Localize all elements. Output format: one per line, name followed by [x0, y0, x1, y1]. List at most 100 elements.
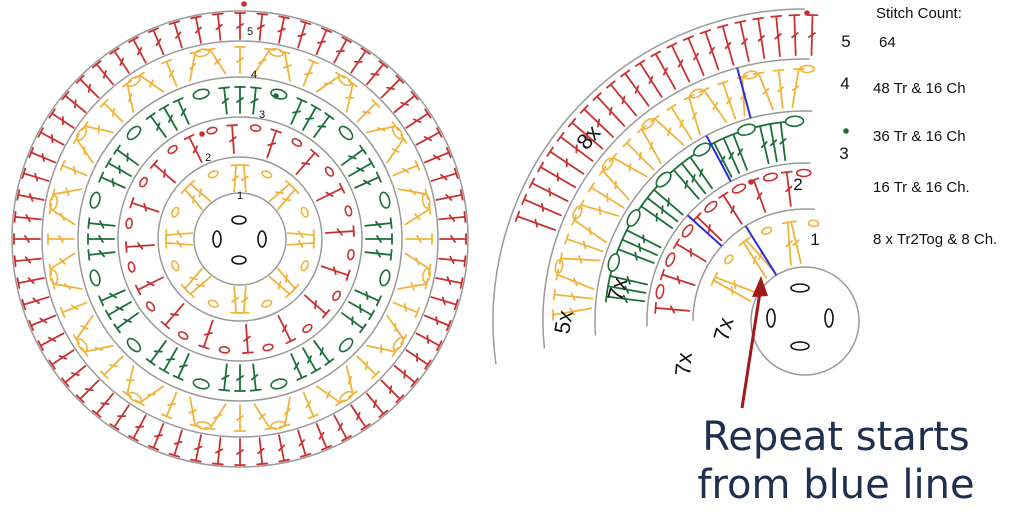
r3-tr-6-2-top [310, 367, 322, 375]
r3-tr-9-1-top [113, 323, 121, 334]
r5-tr-14-bar [440, 173, 448, 181]
p-r5-start-dot [804, 10, 810, 16]
full-ring-6 [11, 10, 469, 468]
caption-line-2: from blue line [697, 462, 974, 508]
r3-tr-1-3-top [250, 86, 262, 90]
r5-tr-1-bar [236, 23, 244, 29]
p-r5-tr-17-bar [724, 41, 732, 50]
r4-tr-3-1 [345, 79, 358, 113]
r5-tr-34-bar [215, 448, 224, 454]
r5-tr-13-bar [432, 154, 441, 161]
r5-tr-12-top [436, 127, 443, 138]
r5-tr-31 [278, 434, 290, 463]
partial-center-chain-2 [824, 308, 834, 328]
r5-tr-6-top [341, 36, 352, 43]
p-r4-tr-6-2-bar [726, 96, 733, 105]
r4-tr-2-2-top [307, 58, 319, 65]
r5-tr-13 [423, 146, 452, 164]
r1-tr2tog-5-b-top [230, 311, 243, 315]
r2-tr-4-top [338, 182, 346, 194]
p-r4-tr-3-1-top [578, 199, 585, 211]
r1-tr2tog-2-b-bar [282, 197, 291, 202]
r3-tr-6-1 [313, 340, 335, 366]
r5-tr-29-bar [318, 431, 325, 440]
r2-tr-16-bar [192, 145, 199, 154]
p-r4-tr-7-3 [791, 68, 805, 109]
partial-arc-5 [492, 8, 806, 365]
p-r5-tr-2-top [521, 193, 528, 205]
r4-tr-7-2-bar [364, 361, 369, 371]
p-r1-chain-3 [807, 219, 820, 228]
r2-tr-3 [295, 148, 320, 175]
r5-tr-44-top [37, 340, 44, 351]
r5-tr-21 [423, 314, 452, 332]
r4-chain-10 [128, 391, 143, 404]
r3-tr-9-2 [104, 301, 132, 321]
r5-tr-58-top [91, 60, 102, 69]
r3-chain-2 [338, 125, 354, 141]
full-ring-2 [157, 156, 323, 322]
r4-tr-9-2-bar [236, 415, 244, 421]
repeat-label-round-4: 5x [549, 308, 578, 335]
r3-tr-7-1 [250, 363, 262, 392]
partial-center-chain-3 [790, 283, 810, 293]
p-r2-tr-5-top [718, 191, 729, 199]
r2-tr-9-bar [243, 335, 251, 342]
r3-tr-7-1-top [250, 388, 262, 392]
p-r5-tr-15-top [682, 35, 694, 41]
p-r1-tr-2-b-bar [758, 251, 763, 261]
p-r5-tr-20-bar [774, 33, 782, 40]
r3-chain-3 [379, 191, 391, 209]
r5-tr-54-bar [50, 134, 54, 144]
r5-tr-35-bar [194, 445, 203, 451]
r1-chain-8 [207, 170, 219, 179]
r4-chain-9 [196, 421, 212, 430]
r2-tr-12-top [134, 284, 142, 296]
repeat-caption: Repeat starts from blue line [697, 414, 974, 508]
r4-tr-12-2-top [59, 306, 66, 318]
r4-tr-4-2-top [414, 160, 421, 172]
r3-tr-6-1-top [324, 358, 335, 366]
p-r3-tr-1-1-bar [622, 294, 628, 304]
r5-tr-26 [365, 392, 389, 418]
p-r2-tr-7-bar [785, 185, 793, 193]
p-r5-tr-17 [716, 24, 735, 66]
repeat-label-round-2: 7x [670, 351, 697, 376]
r3-tr-3-1 [341, 144, 367, 166]
r1-tr2tog-1-a [230, 163, 243, 193]
p-r3-tr-1-1-top [604, 290, 609, 303]
r5-tr-27-top [360, 423, 371, 431]
r5-tr-52-bar [34, 172, 39, 182]
r5-tr-40 [91, 392, 115, 418]
r3-tr-7-3-top [218, 388, 230, 392]
r5-tr-23 [405, 349, 432, 370]
r1-tr2tog-6-b-bar [189, 276, 198, 281]
p-r5-tr-14 [666, 42, 691, 83]
r4-tr-4-1-top [400, 133, 408, 144]
r4-tr-14-1 [51, 187, 83, 200]
r5-tr-48 [13, 255, 42, 268]
p-r3-tr-4-3 [685, 153, 713, 190]
r4-tr-13-1 [48, 252, 76, 275]
r3-start-dot [273, 93, 279, 99]
r4-tr-15-1-top [80, 121, 89, 132]
r4-tr-5-1-bar [414, 213, 421, 221]
r5-tr-43-top [48, 359, 56, 370]
p-r4-tr-2-1-bar [578, 255, 583, 264]
r5-tr-33-bar [236, 449, 244, 455]
r5-tr-15-bar [445, 193, 453, 201]
r4-tr-8-3-bar [284, 407, 291, 416]
p-r5-tr-11 [620, 69, 650, 107]
r3-tr-11-1-top [98, 171, 105, 183]
r2-tr-2 [266, 128, 282, 159]
r2-chain-2 [291, 138, 303, 147]
r1-tr2tog-3-a [286, 229, 316, 242]
p-r5-tr-11-bar [634, 85, 640, 94]
r3-tr-7-1-bar [250, 374, 259, 381]
p-r1-tr-1-a-bar [730, 286, 734, 296]
r4-tr-2-1 [279, 50, 292, 82]
r3-tr-3-1-top [359, 144, 367, 155]
r1-tr2tog-2-b-top [290, 184, 300, 195]
r4-tr-3-1-top [347, 79, 358, 88]
p-r5-tr-12-top [635, 59, 646, 67]
